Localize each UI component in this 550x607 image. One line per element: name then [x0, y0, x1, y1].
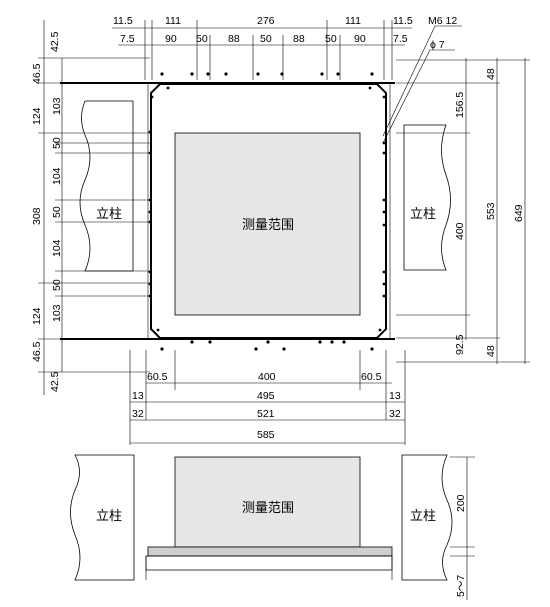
svg-text:156.5: 156.5 [454, 92, 466, 118]
svg-text:124: 124 [31, 107, 43, 125]
dim-bottom-3-b: 521 [257, 408, 275, 420]
svg-text:46.5: 46.5 [31, 341, 43, 362]
pillar-left-label: 立柱 [96, 206, 122, 221]
dim-bottom-2-b: 495 [257, 390, 275, 402]
dim-top-2-c: 50 [196, 33, 208, 45]
dim-top-1-d: 111 [345, 15, 361, 27]
svg-text:50: 50 [51, 279, 63, 291]
dim-top-1-a: 11.5 [113, 15, 133, 27]
svg-text:48: 48 [485, 345, 497, 357]
dim-top-2-a: 7.5 [120, 33, 135, 45]
svg-text:308: 308 [31, 207, 43, 225]
leader-bolt [382, 25, 462, 137]
dim-top-2-g: 50 [325, 33, 337, 45]
hole-dia-label: ϕ 7 [430, 39, 445, 51]
svg-text:50: 50 [51, 137, 63, 149]
right-col1-dims: 48 156.5 400 92.5 48 [454, 68, 497, 357]
dim-top-2-d: 88 [228, 33, 240, 45]
dim-bottom-1-b: 400 [258, 371, 276, 383]
right-dimension-lines [396, 58, 530, 364]
top-dimension-lines [112, 20, 412, 80]
dim-top-1-e: 11.5 [393, 15, 413, 27]
svg-text:46.5: 46.5 [31, 63, 43, 84]
pillar-left-shape [79, 100, 134, 272]
dim-top-2-f: 88 [293, 33, 305, 45]
dim-649: 649 [513, 204, 525, 222]
dim-top-1-c: 276 [257, 15, 275, 27]
dim-top-2-h: 90 [354, 33, 366, 45]
dim-side-5-7: 5～7 [455, 575, 467, 597]
svg-text:104: 104 [51, 167, 63, 185]
svg-text:124: 124 [31, 307, 43, 325]
side-dimension-lines [450, 456, 475, 600]
dim-top-1-b: 111 [165, 15, 181, 27]
pillar-left-side-shape [70, 454, 135, 581]
dim-bottom-2-a: 13 [132, 390, 144, 402]
dim-bottom-1-c: 60.5 [361, 371, 382, 383]
dim-bottom-3-a: 32 [132, 408, 144, 420]
measure-area-label: 测量范围 [242, 217, 294, 232]
pillar-right-shape [403, 124, 451, 271]
pillar-right-label: 立柱 [410, 206, 436, 221]
measure-area-side-label: 测量范围 [242, 500, 294, 515]
leader-hole [382, 49, 455, 144]
dim-bottom-2-c: 13 [389, 390, 401, 402]
side-base-support [145, 555, 393, 571]
svg-text:48: 48 [485, 68, 497, 80]
svg-text:103: 103 [51, 97, 63, 115]
pillar-right-side-label: 立柱 [410, 508, 436, 523]
pillar-right-side-shape [401, 454, 453, 581]
measure-area-top [174, 132, 361, 316]
dim-top-2-e: 50 [260, 33, 272, 45]
left-inner-dims: 103 50 104 50 104 50 103 [51, 97, 63, 322]
dim-bottom-3-c: 32 [389, 408, 401, 420]
left-outer-dims: 42.5 46.5 124 308 124 46.5 42.5 [31, 31, 61, 392]
svg-text:104: 104 [51, 239, 63, 257]
bolt-label: M6 12 [428, 15, 457, 27]
svg-text:42.5: 42.5 [49, 31, 61, 52]
measure-area-side [174, 456, 361, 548]
hole-row-bottom [156, 328, 382, 351]
dim-top-2-i: 7.5 [393, 33, 408, 45]
svg-text:50: 50 [51, 206, 63, 218]
side-base-plate [147, 546, 393, 557]
hole-column-right [382, 141, 386, 298]
dim-bottom-1-a: 60.5 [147, 371, 168, 383]
dim-top-2-b: 90 [165, 33, 177, 45]
side-base-legs [145, 556, 393, 580]
dim-side-200: 200 [455, 494, 467, 512]
pillar-left-side-label: 立柱 [96, 508, 122, 523]
svg-text:92.5: 92.5 [454, 334, 466, 355]
left-dimension-lines [38, 20, 150, 395]
svg-text:42.5: 42.5 [49, 371, 61, 392]
svg-text:103: 103 [51, 304, 63, 322]
hole-row-top [150, 72, 386, 99]
svg-text:400: 400 [454, 222, 466, 240]
dim-553: 553 [485, 202, 497, 220]
dim-bottom-4: 585 [257, 429, 275, 441]
bottom-dimension-lines [129, 350, 406, 445]
